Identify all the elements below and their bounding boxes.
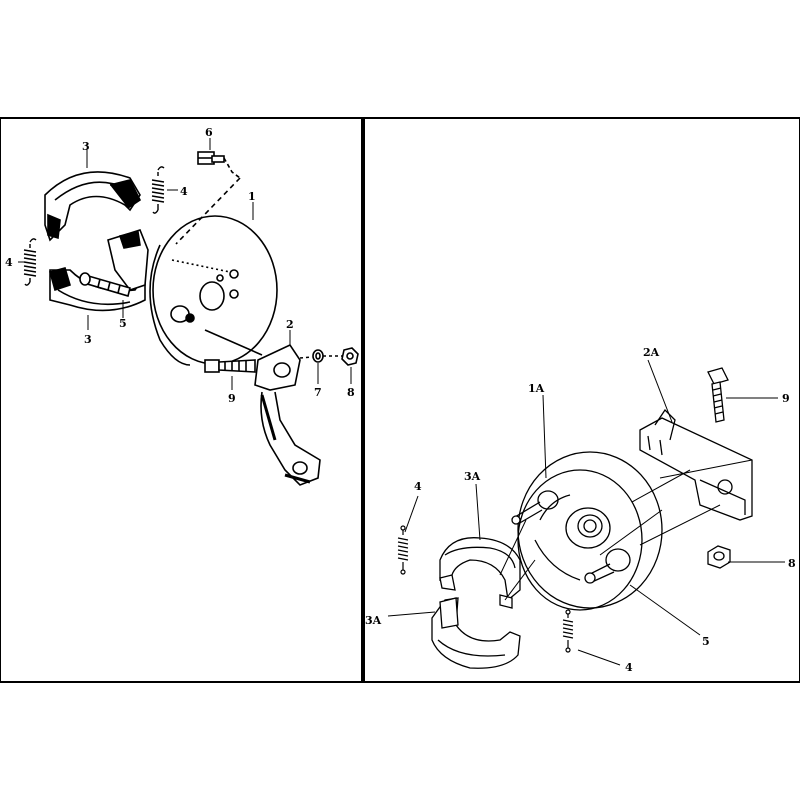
lever-arm — [254, 343, 321, 486]
callout-4-top: 4 — [180, 185, 188, 198]
callout-2: 2 — [286, 318, 294, 331]
washer-7 — [312, 349, 324, 363]
assembly-line — [659, 459, 753, 479]
callout-2a: 2A — [643, 346, 660, 359]
spring-4-bottom — [562, 609, 574, 653]
pin — [79, 272, 131, 298]
bolt-9-right — [707, 367, 729, 423]
callout-1a: 1A — [528, 382, 545, 395]
right-callouts: 1A 2A 9 3A 4 3A 4 5 8 — [365, 346, 796, 674]
left-panel — [23, 151, 359, 486]
callout-5: 5 — [702, 635, 710, 648]
bolt-6 — [175, 151, 241, 245]
callout-4-top: 4 — [414, 480, 422, 493]
callout-9: 9 — [228, 392, 236, 405]
callout-8: 8 — [347, 386, 355, 399]
callout-9: 9 — [782, 392, 790, 405]
left-leaders — [18, 138, 352, 390]
left-callouts: 6 1 2 3 4 4 3 5 9 7 8 — [5, 126, 355, 405]
brake-shoe-3a-upper — [439, 537, 521, 609]
spring-left — [23, 238, 37, 286]
brake-shoe-3a-lower — [431, 597, 521, 669]
backing-plate — [149, 215, 278, 366]
dash-line — [299, 356, 313, 359]
callout-1: 1 — [248, 190, 256, 203]
assembly-line — [631, 469, 691, 503]
callout-5: 5 — [119, 317, 127, 330]
lever-2a — [639, 408, 753, 521]
bolt-9 — [204, 359, 256, 373]
spring-4-left — [397, 525, 409, 575]
callout-3-top: 3 — [82, 140, 90, 153]
callout-8: 8 — [788, 557, 796, 570]
callout-3a-left: 3A — [365, 614, 382, 627]
assembly-line — [499, 519, 527, 576]
right-leaders — [387, 359, 785, 666]
nut-8 — [341, 347, 359, 366]
left-panel-frame — [0, 117, 363, 683]
nut-8-right — [707, 545, 731, 569]
callout-3-bottom: 3 — [84, 333, 92, 346]
assembly-line — [639, 504, 721, 546]
brake-shoe-upper — [44, 171, 142, 242]
callout-7: 7 — [314, 386, 322, 399]
callout-6: 6 — [205, 126, 213, 139]
callout-3a-top: 3A — [464, 470, 481, 483]
leader-line — [204, 329, 263, 356]
right-panel-frame — [363, 117, 800, 683]
callout-4-left: 4 — [5, 256, 13, 269]
right-panel — [397, 367, 753, 669]
assembly-line — [599, 509, 663, 556]
cam-piece — [107, 229, 149, 291]
callout-4-bottom: 4 — [625, 661, 633, 674]
assembly-line — [504, 559, 536, 601]
spring-upper — [151, 166, 165, 214]
backing-plate-1a — [511, 451, 663, 611]
